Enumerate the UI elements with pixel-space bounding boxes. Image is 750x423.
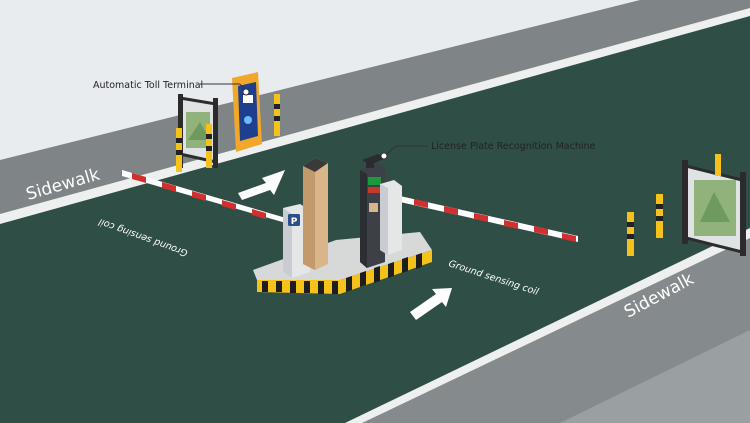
upper-bollards — [176, 94, 280, 172]
left-barrier-arm — [122, 170, 286, 223]
parking-sign-icon — [288, 214, 300, 226]
left-direction-arrow — [238, 170, 285, 200]
automatic-toll-terminal — [232, 72, 262, 152]
upper-curb — [0, 8, 750, 226]
lpr-callout: License Plate Recognition Machine — [380, 141, 595, 160]
license-plate-recognition-machine — [360, 154, 386, 268]
right-bollards — [627, 154, 721, 256]
right-pedestrian-gate — [682, 160, 746, 256]
right-direction-arrow — [410, 288, 452, 320]
lower-curb — [345, 228, 750, 423]
toll-terminal-callout: Automatic Toll Terminal — [93, 80, 250, 96]
right-barrier-arm — [400, 196, 578, 242]
toll-column — [303, 158, 328, 270]
toll-terminal-label: Automatic Toll Terminal — [93, 80, 203, 91]
lower-sidewalk-far — [560, 330, 750, 423]
right-barrier-gate — [380, 180, 402, 255]
lpr-label: License Plate Recognition Machine — [431, 141, 595, 152]
parking-sign-letter: P — [291, 217, 298, 227]
